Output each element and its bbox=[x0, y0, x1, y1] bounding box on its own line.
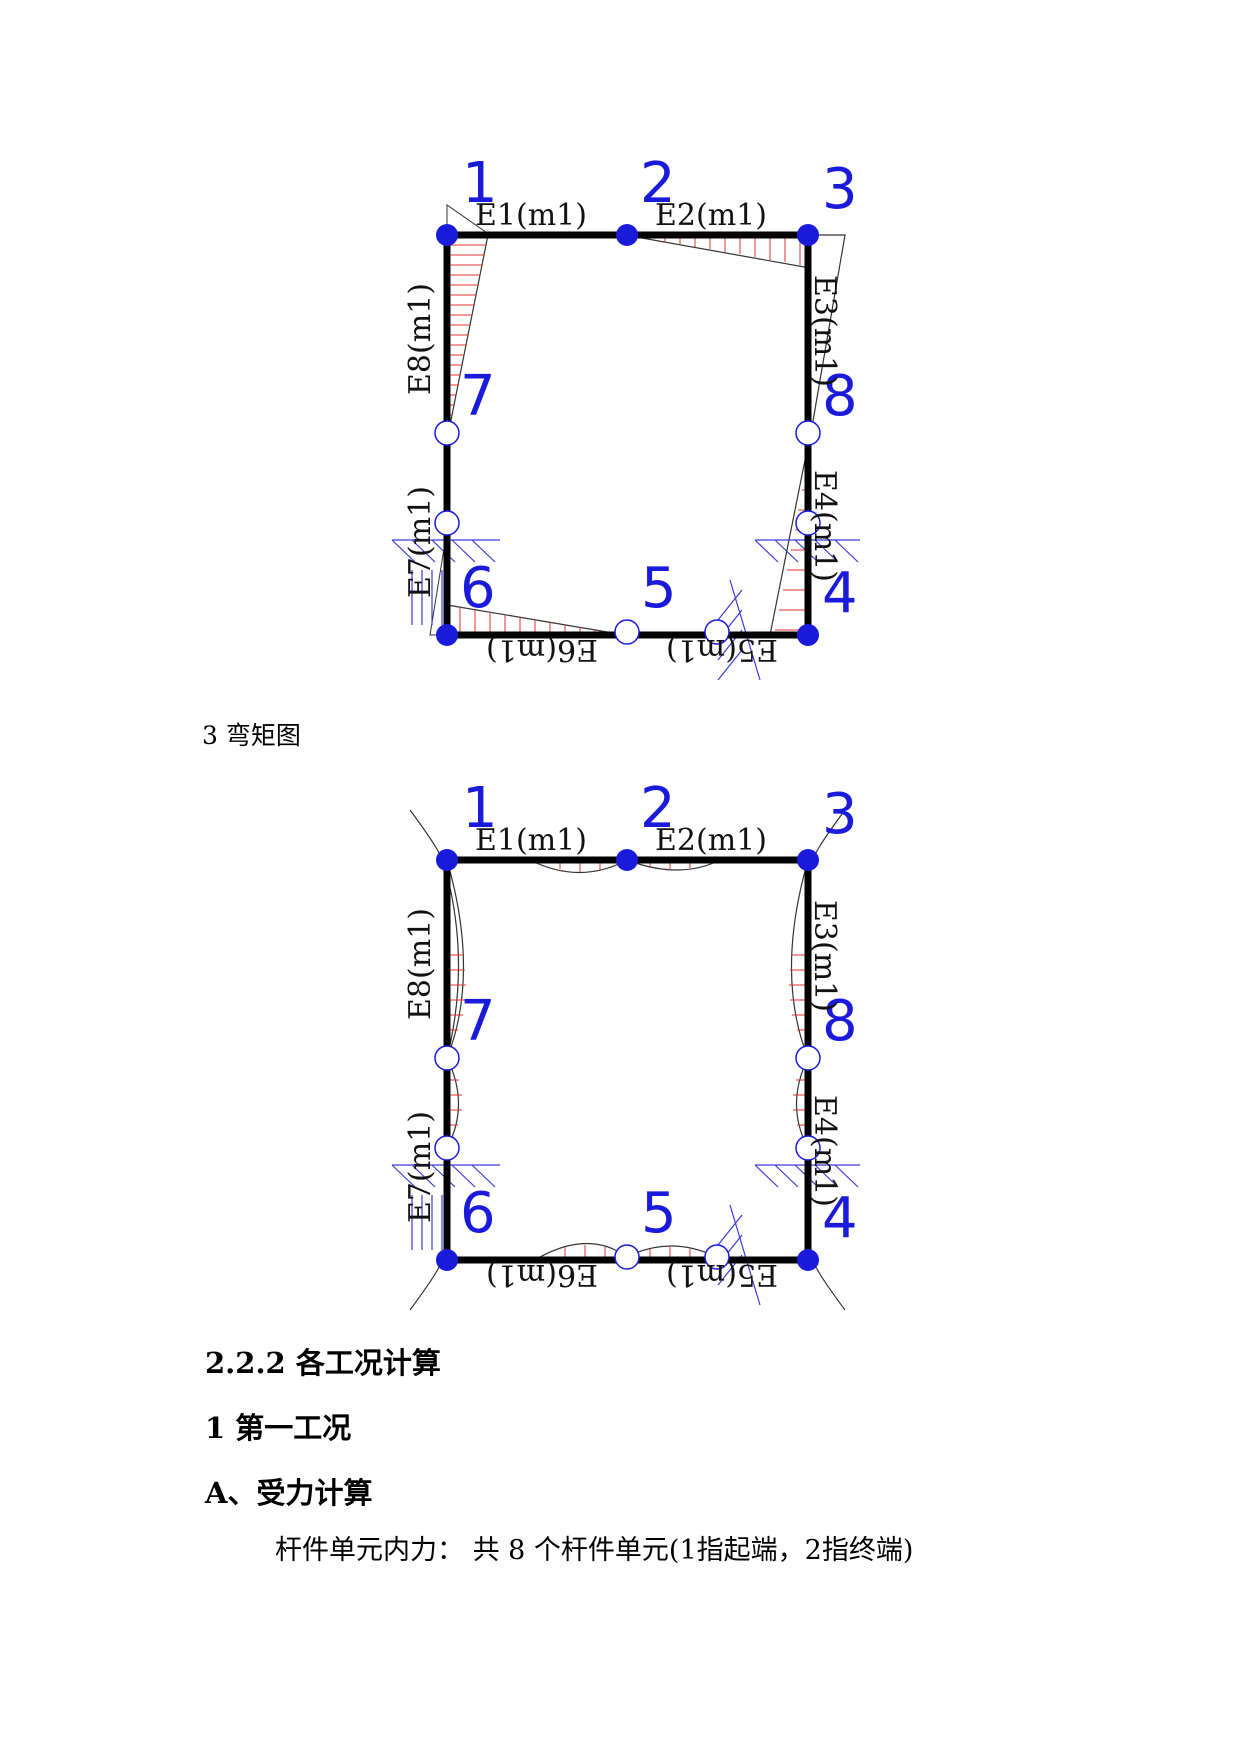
node-label-6: 6 bbox=[460, 556, 496, 621]
frame-diagram-1-svg: 1 2 3 4 5 6 7 8 E1(m1) E2(m1) E3(m1) E4(… bbox=[391, 151, 860, 681]
figure-caption: 3 弯矩图 bbox=[202, 721, 301, 750]
node-label-2: 2 bbox=[640, 776, 676, 841]
moment-hatch-e4 bbox=[775, 469, 808, 631]
frame-outline bbox=[443, 231, 812, 639]
moment-outline-e2 bbox=[624, 234, 811, 269]
node-label-1: 1 bbox=[462, 776, 498, 841]
moment-hatch-e6 bbox=[459, 607, 596, 635]
node-label-2: 2 bbox=[640, 151, 676, 216]
body-paragraph: 杆件单元内力： 共 8 个杆件单元(1指起端，2指终端) bbox=[275, 1535, 914, 1566]
section-heading: 2.2.2 各工况计算 bbox=[205, 1346, 441, 1380]
element-label-e7: E7(m1) bbox=[403, 1111, 438, 1223]
node-label-1: 1 bbox=[462, 151, 498, 216]
element-label-e4: E4(m1) bbox=[807, 1095, 842, 1207]
node-label-5: 5 bbox=[641, 1181, 677, 1246]
element-label-e3: E3(m1) bbox=[807, 275, 842, 387]
node-label-5: 5 bbox=[641, 556, 677, 621]
frame-diagram-1: 1 2 3 4 5 6 7 8 E1(m1) E2(m1) E3(m1) E4(… bbox=[0, 150, 1241, 690]
part-heading: A、受力计算 bbox=[205, 1476, 373, 1510]
frame-nodes bbox=[434, 849, 821, 1271]
node-label-8: 8 bbox=[822, 989, 858, 1054]
element-label-e7: E7(m1) bbox=[403, 486, 438, 598]
moment-hatch-e2 bbox=[649, 235, 801, 265]
element-label-e2: E2(m1) bbox=[655, 198, 767, 233]
element-label-e1: E1(m1) bbox=[475, 198, 587, 233]
element-label-e8: E8(m1) bbox=[403, 908, 438, 1020]
element-label-e3: E3(m1) bbox=[807, 900, 842, 1012]
node-label-3: 3 bbox=[822, 157, 858, 222]
frame-outline bbox=[443, 856, 812, 1264]
node-label-6: 6 bbox=[460, 1181, 496, 1246]
element-label-e6: E6(m1) bbox=[486, 1257, 598, 1292]
frame-diagram-2: 1 2 3 4 5 6 7 8 E1(m1) E2(m1) E3(m1) E4(… bbox=[0, 775, 1241, 1315]
case-heading: 1 第一工况 bbox=[205, 1411, 352, 1445]
frame-nodes bbox=[434, 224, 821, 646]
element-label-e1: E1(m1) bbox=[475, 823, 587, 858]
node-label-3: 3 bbox=[822, 782, 858, 847]
node-label-7: 7 bbox=[460, 364, 496, 429]
node-label-7: 7 bbox=[460, 989, 496, 1054]
node-label-4: 4 bbox=[822, 1186, 858, 1251]
node-label-4: 4 bbox=[822, 561, 858, 626]
element-label-e5: E5(m1) bbox=[666, 632, 778, 667]
element-label-e5: E5(m1) bbox=[666, 1257, 778, 1292]
element-label-e4: E4(m1) bbox=[807, 470, 842, 582]
element-label-e8: E8(m1) bbox=[403, 283, 438, 395]
frame-diagram-2-svg: 1 2 3 4 5 6 7 8 E1(m1) E2(m1) E3(m1) E4(… bbox=[391, 776, 860, 1311]
node-label-8: 8 bbox=[822, 364, 858, 429]
element-label-e2: E2(m1) bbox=[655, 823, 767, 858]
element-label-e6: E6(m1) bbox=[486, 632, 598, 667]
